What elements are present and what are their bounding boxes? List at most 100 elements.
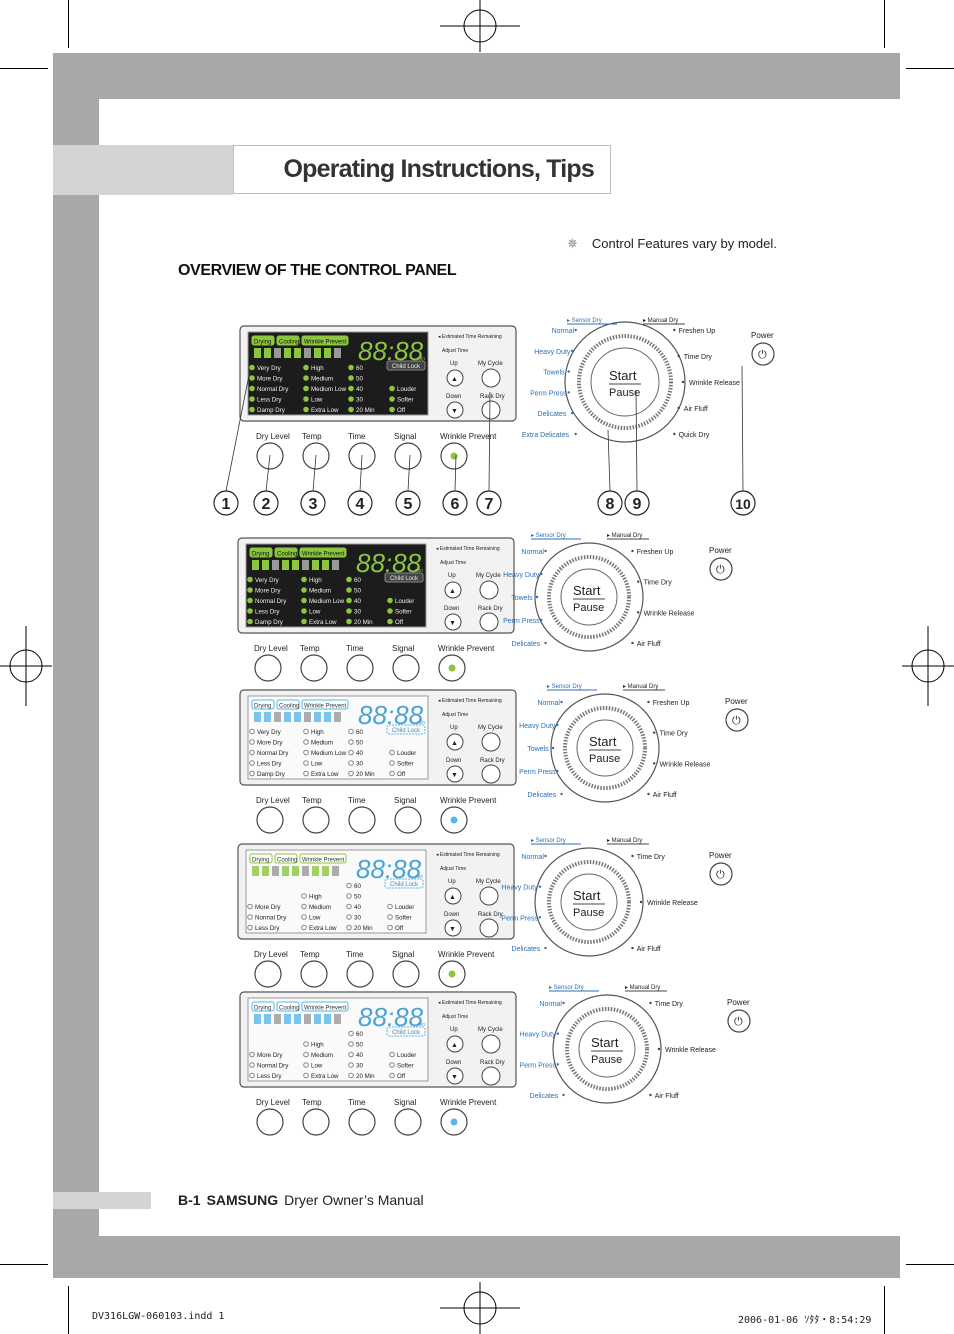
dial-tick <box>544 549 547 553</box>
dial-tick <box>652 762 656 765</box>
dial-tick <box>647 700 650 704</box>
option-label: Softer <box>397 761 414 768</box>
panel-button <box>392 960 420 988</box>
option-label: High <box>311 365 324 372</box>
status-pill <box>299 547 347 558</box>
up-button <box>446 1035 464 1053</box>
dial-cycle-left: Heavy Duty <box>503 572 540 579</box>
panel-button <box>348 806 376 834</box>
option-led <box>348 760 354 766</box>
dial-tick <box>571 349 574 352</box>
option-label: 40 <box>356 750 363 757</box>
dial-tick <box>540 572 543 576</box>
option-label: 60 <box>356 365 363 372</box>
status-label: Drying <box>252 552 269 558</box>
dial-tick <box>551 746 555 750</box>
callout-leader <box>225 369 251 492</box>
up-arrow-icon: ▲ <box>449 588 456 595</box>
panel-button <box>346 960 374 988</box>
button-label: Time <box>348 432 366 441</box>
child-lock-box <box>386 724 426 735</box>
status-pill <box>276 1001 300 1012</box>
option-led <box>301 576 307 583</box>
option-label: Normal Dry <box>257 386 289 393</box>
option-led <box>249 749 255 756</box>
option-label: Very Dry <box>255 577 280 584</box>
option-led <box>346 924 352 931</box>
option-led <box>301 597 307 604</box>
callout-circle <box>347 490 373 516</box>
option-led <box>249 728 255 735</box>
option-label: Louder <box>395 904 414 911</box>
child-lock-box <box>384 572 424 583</box>
button-label: Time <box>348 796 366 805</box>
up-label: Up <box>448 573 456 579</box>
callout-circle <box>730 490 756 516</box>
option-label: Softer <box>397 397 414 404</box>
option-led <box>303 1072 309 1079</box>
child-lock-box <box>386 360 426 371</box>
down-arrow-icon: ▼ <box>449 620 456 627</box>
up-button <box>446 369 464 387</box>
option-led <box>348 364 354 371</box>
option-label: Louder <box>397 386 416 393</box>
est-time-label: ◂ Estimated Time Remaining <box>438 334 502 340</box>
up-label: Up <box>448 879 456 885</box>
dial-cycle-right: Wrinkle Release <box>647 900 698 907</box>
indicator-bar <box>302 866 309 876</box>
child-lock-box <box>384 878 424 889</box>
my-cycle-button <box>481 732 501 752</box>
option-led <box>389 1062 395 1068</box>
callout-number: 9 <box>633 496 642 513</box>
option-label: 40 <box>354 598 361 605</box>
button-label: Wrinkle Prevent <box>440 1098 497 1107</box>
option-led <box>346 576 352 583</box>
status-label: Cooling <box>279 340 299 346</box>
option-led <box>389 396 395 402</box>
option-label: High <box>309 894 322 901</box>
option-led <box>389 1072 395 1079</box>
button-label: Wrinkle Prevent <box>440 432 497 441</box>
left-band <box>53 53 99 1278</box>
panel-button <box>256 1108 284 1136</box>
dial-cycle-right: Air Fluff <box>684 406 708 413</box>
manual-dry-label: ▸ Manual Dry <box>607 838 642 844</box>
up-arrow-icon: ▲ <box>451 740 458 747</box>
status-pill <box>249 547 273 558</box>
option-label: 30 <box>356 397 363 404</box>
option-label: Low <box>311 761 323 768</box>
option-led <box>249 396 255 402</box>
dial-tick <box>538 885 542 888</box>
dial-tick <box>544 946 547 950</box>
option-led <box>348 406 354 413</box>
button-label: Temp <box>300 950 320 959</box>
wrinkle-prevent-led <box>450 1118 458 1126</box>
power-label: Power <box>725 697 748 706</box>
dial-tick <box>571 412 574 415</box>
option-label: Less Dry <box>257 1073 282 1080</box>
option-label: Medium Low <box>311 386 347 393</box>
button-label: Signal <box>392 644 414 653</box>
option-label: Extra Low <box>311 771 339 778</box>
status-label: Wrinkle Prevent <box>304 340 347 346</box>
option-led <box>346 893 352 899</box>
adjust-time-label: Adjust Time <box>440 560 466 566</box>
button-label: Signal <box>392 950 414 959</box>
status-pill <box>299 853 347 864</box>
dial-tick <box>567 391 570 394</box>
crop-mark <box>884 1286 885 1334</box>
status-label: Wrinkle Prevent <box>302 858 345 864</box>
callout-circle <box>395 490 421 516</box>
callout-leader <box>312 454 317 492</box>
display-window <box>247 331 429 416</box>
option-led <box>387 608 393 614</box>
page-title: Operating Instructions, Tips <box>283 155 594 183</box>
dial-tick <box>636 580 640 583</box>
status-label: Drying <box>254 704 271 710</box>
option-label: Less Dry <box>255 609 280 616</box>
panel-button <box>394 442 422 470</box>
dial-cycle-right: Time Dry <box>644 580 673 587</box>
indicator-bar <box>284 712 291 722</box>
option-label: Normal Dry <box>257 1063 289 1070</box>
